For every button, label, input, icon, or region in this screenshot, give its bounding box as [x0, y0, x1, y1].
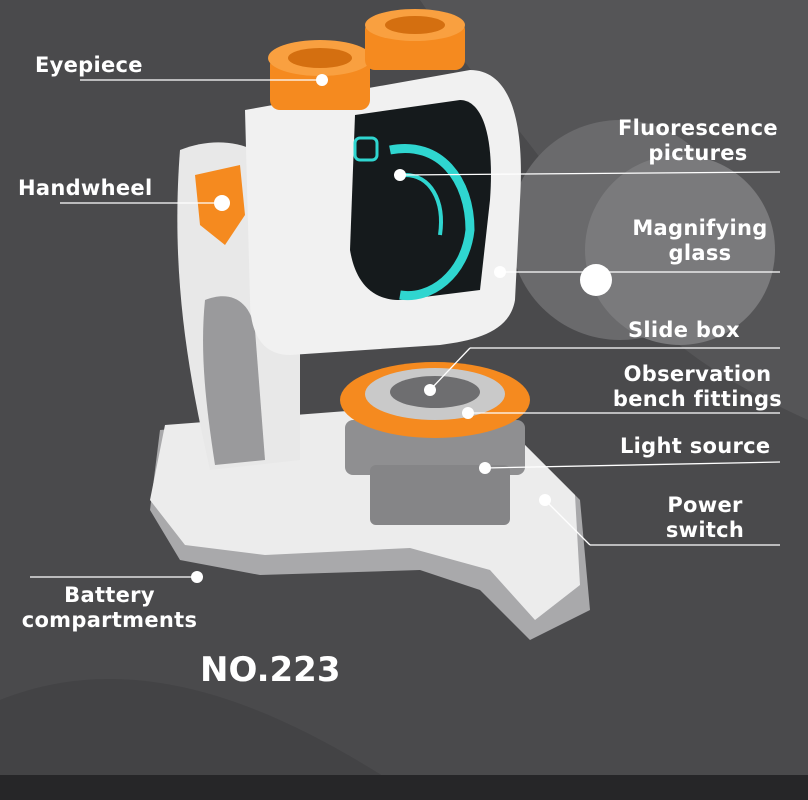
label-battery-compartments: Battery compartments	[12, 583, 207, 633]
handwheel-dot	[216, 197, 228, 209]
slide-box-dot	[424, 384, 436, 396]
label-line: Fluorescence	[618, 116, 778, 140]
label-observation-bench: Observation bench fittings	[605, 362, 790, 412]
magnifying-glass-marker	[580, 264, 612, 296]
magnifying-dot	[494, 266, 506, 278]
label-line: glass	[668, 241, 732, 265]
label-line: compartments	[21, 608, 198, 632]
label-magnifying-glass: Magnifying glass	[620, 216, 780, 266]
label-line: Power	[667, 493, 743, 517]
label-power-switch: Power switch	[650, 493, 760, 543]
power-switch-dot	[539, 494, 551, 506]
battery-dot	[191, 571, 203, 583]
label-light-source: Light source	[620, 434, 771, 458]
eyepiece-dot	[316, 74, 328, 86]
label-line: Battery	[64, 583, 155, 607]
label-line: switch	[665, 518, 745, 542]
fluorescence-dot	[394, 169, 406, 181]
label-line: Observation	[623, 362, 772, 386]
label-slide-box: Slide box	[628, 318, 740, 342]
label-fluorescence-pictures: Fluorescence pictures	[608, 116, 788, 166]
observation-dot	[462, 407, 474, 419]
light-source-dot	[479, 462, 491, 474]
label-eyepiece: Eyepiece	[35, 53, 143, 77]
label-line: Magnifying	[632, 216, 768, 240]
label-line: pictures	[648, 141, 748, 165]
label-handwheel: Handwheel	[18, 176, 153, 200]
model-number: NO.223	[200, 650, 341, 690]
label-line: bench fittings	[612, 387, 783, 411]
